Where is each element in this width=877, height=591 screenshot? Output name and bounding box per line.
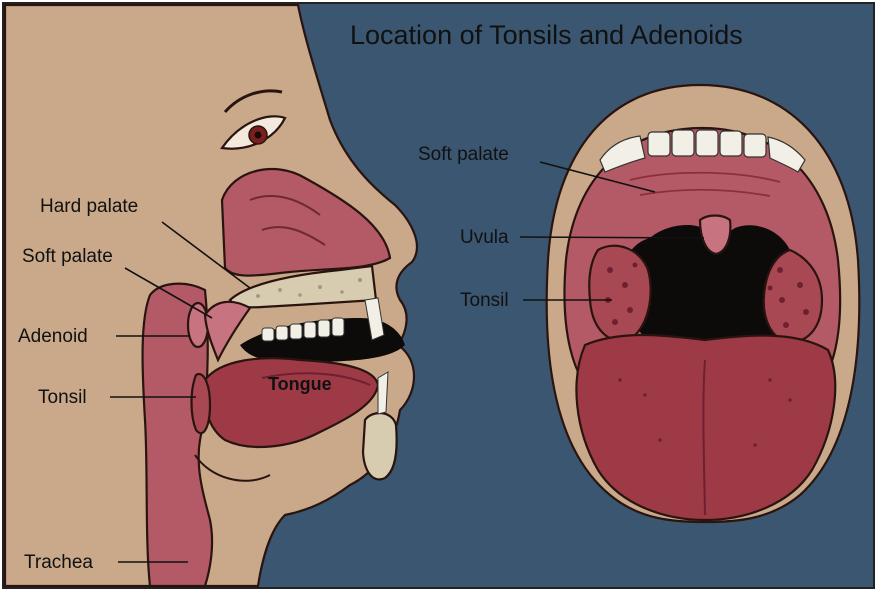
lower-tooth	[378, 372, 388, 414]
tonsil-tissue-side	[192, 374, 211, 433]
label-tonsil-side: Tonsil	[38, 387, 87, 408]
label-uvula: Uvula	[460, 227, 509, 248]
label-soft-palate-front: Soft palate	[418, 144, 509, 165]
tonsil-left	[589, 246, 650, 341]
label-tonsil-front: Tonsil	[460, 290, 509, 311]
label-adenoid: Adenoid	[18, 326, 88, 347]
label-soft-palate-side: Soft palate	[22, 246, 113, 267]
label-tongue: Tongue	[268, 374, 332, 394]
label-hard-palate: Hard palate	[40, 196, 138, 217]
pupil	[255, 132, 262, 139]
diagram-title: Location of Tonsils and Adenoids	[350, 20, 743, 50]
leader-uvula	[520, 237, 704, 238]
lower-jaw-bone	[363, 413, 397, 479]
label-trachea: Trachea	[24, 552, 93, 573]
